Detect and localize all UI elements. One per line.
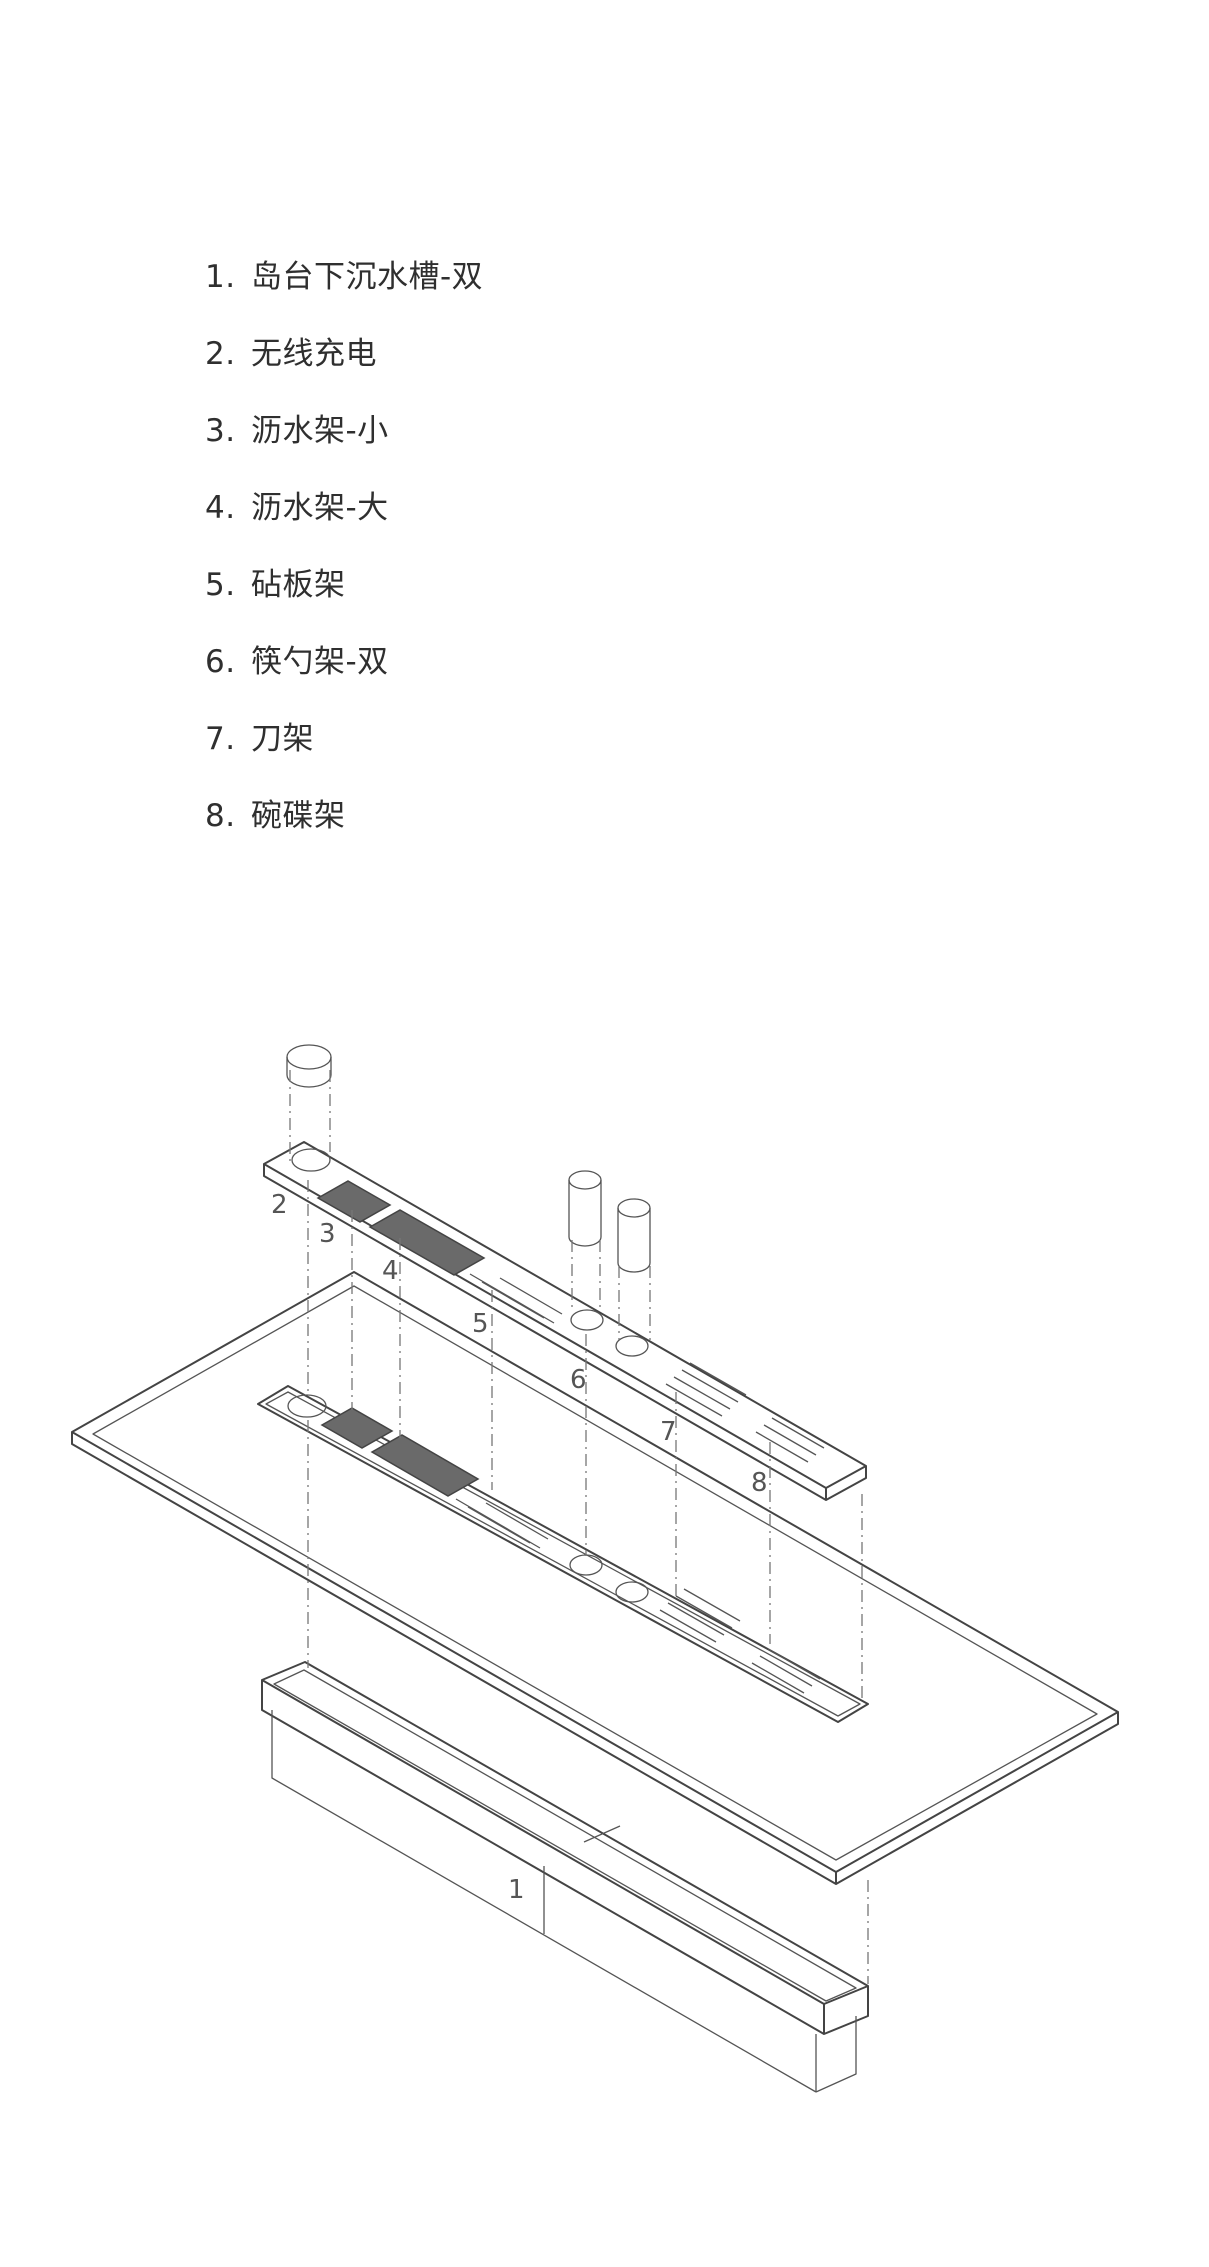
legend-number: 3. — [205, 412, 236, 449]
sink-basin — [261, 1661, 869, 2093]
alignment-lines — [289, 1070, 869, 1984]
legend-number: 5. — [205, 566, 236, 603]
legend-item-4: 4. 沥水架-大 — [205, 469, 483, 546]
inset-rail — [257, 1385, 869, 1723]
legend-label: 刀架 — [251, 720, 314, 757]
callout-7: 7 — [660, 1417, 677, 1447]
legend-number: 7. — [205, 720, 236, 757]
utensil-cups — [568, 1170, 651, 1273]
legend-number: 4. — [205, 489, 236, 526]
legend-label: 沥水架-小 — [251, 412, 389, 449]
legend-number: 6. — [205, 643, 236, 680]
accessory-rail — [263, 1141, 867, 1501]
callout-2: 2 — [271, 1190, 288, 1220]
legend-item-3: 3. 沥水架-小 — [205, 392, 483, 469]
callout-3: 3 — [319, 1219, 336, 1249]
legend-item-6: 6. 筷勺架-双 — [205, 623, 483, 700]
countertop — [71, 1271, 1119, 1885]
legend-number: 2. — [205, 335, 236, 372]
legend-number: 1. — [205, 258, 236, 295]
legend-label: 沥水架-大 — [251, 489, 389, 526]
legend-label: 无线充电 — [251, 335, 377, 372]
legend-item-1: 1. 岛台下沉水槽-双 — [205, 238, 483, 315]
legend-label: 砧板架 — [251, 566, 346, 603]
legend-item-5: 5. 砧板架 — [205, 546, 483, 623]
component-legend: 1.岛台下沉水槽-双 2.无线充电 3.沥水架-小 4.沥水架-大 5.砧板架 … — [205, 238, 483, 854]
legend-item-7: 7. 刀架 — [205, 700, 483, 777]
legend-number: 8. — [205, 797, 236, 834]
legend-label: 岛台下沉水槽-双 — [251, 258, 484, 295]
callout-4: 4 — [382, 1256, 399, 1286]
legend-item-2: 2. 无线充电 — [205, 315, 483, 392]
callout-8: 8 — [751, 1468, 768, 1498]
legend-label: 碗碟架 — [251, 797, 346, 834]
callout-5: 5 — [472, 1309, 489, 1339]
callout-labels: 1 2 3 4 5 6 7 8 — [271, 1190, 768, 1905]
legend-label: 筷勺架-双 — [251, 643, 389, 680]
callout-1: 1 — [508, 1875, 525, 1905]
legend-item-8: 8. 碗碟架 — [205, 777, 483, 854]
callout-6: 6 — [570, 1365, 587, 1395]
wireless-charger — [286, 1044, 332, 1088]
